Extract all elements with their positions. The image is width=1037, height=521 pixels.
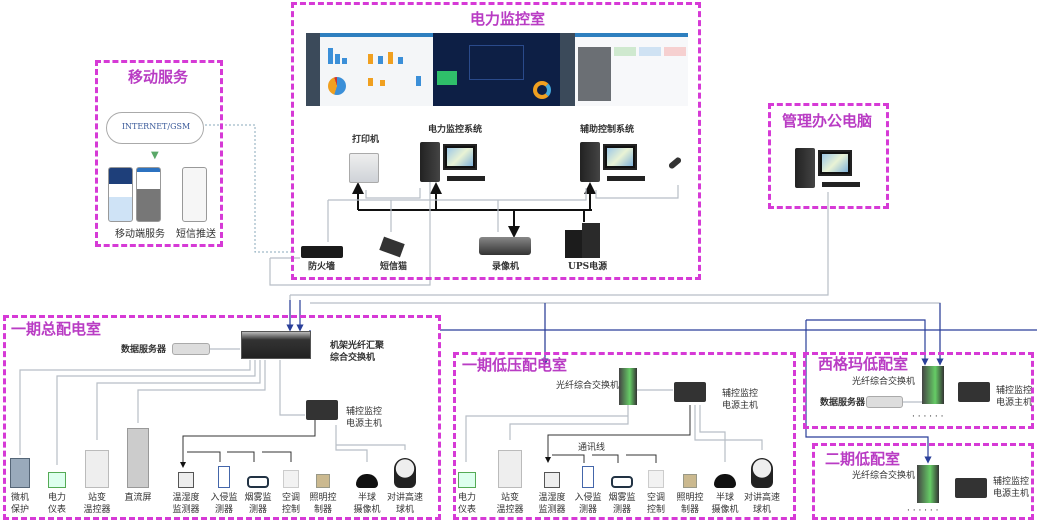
dome-camera-icon <box>356 474 378 488</box>
main-device-label: 微机 保护 <box>10 493 30 515</box>
ac-controller-icon <box>648 470 664 488</box>
room-main-distribution <box>3 315 441 520</box>
intrusion-detector-icon <box>218 466 230 488</box>
video-recorder-label: 录像机 <box>492 262 520 272</box>
phase2-aux-host-label: 辅控监控 电源主机 <box>993 477 1030 499</box>
lowvolt-device-label: 电力 仪表 <box>457 493 477 515</box>
ac-controller-icon <box>283 470 299 488</box>
wifi-icon: ▼ <box>151 150 159 161</box>
lowvolt-switch-icon <box>619 368 637 405</box>
main-device-label: 烟雾监 测器 <box>244 493 272 515</box>
intrusion-detector-icon <box>582 466 594 488</box>
main-device-label: 站变 温控器 <box>83 493 111 515</box>
sigma-more: · · · · · · <box>912 412 944 422</box>
power-system-label: 电力监控系统 <box>428 125 483 135</box>
room-monitor-title: 电力监控室 <box>470 10 546 28</box>
dashboard-screenshot-3 <box>560 33 688 106</box>
sigma-switch-label: 光纤综合交换机 <box>852 377 916 387</box>
smoke-detector-icon <box>611 476 633 488</box>
lowvolt-device-label: 照明控 制器 <box>676 493 704 515</box>
dashboard-screenshot-1 <box>306 33 433 106</box>
printer-icon <box>349 153 379 183</box>
lowvolt-device-label: 入侵监 测器 <box>574 493 602 515</box>
room-office <box>768 103 889 209</box>
firewall-icon <box>301 246 343 258</box>
sigma-data-server-icon <box>866 396 903 408</box>
room-office-title: 管理办公电脑 <box>782 112 873 130</box>
aux-host-label: 辅控监控 电源主机 <box>346 407 383 429</box>
temp-humidity-sensor-icon <box>178 472 194 488</box>
ptz-camera-icon <box>394 458 416 488</box>
power-meter-icon <box>458 472 476 488</box>
transformer-temp-controller-icon <box>498 450 522 488</box>
lowvolt-device-label: 对讲高速 球机 <box>743 493 781 515</box>
temp-humidity-sensor-icon <box>544 472 560 488</box>
phase2-more: · · · · · · <box>907 506 939 516</box>
lowvolt-device-label: 温湿度 监测器 <box>538 493 566 515</box>
lighting-controller-icon <box>683 474 697 488</box>
ptz-camera-icon <box>751 458 773 488</box>
main-device-label: 温湿度 监测器 <box>172 493 200 515</box>
transformer-temp-controller-icon <box>85 450 109 488</box>
room-mobile-service <box>95 60 223 247</box>
phase2-switch-icon <box>917 465 939 503</box>
comm-line-label: 通讯线 <box>578 443 606 453</box>
video-recorder-icon <box>479 237 531 255</box>
sigma-switch-icon <box>922 366 944 404</box>
room-sigma <box>803 352 1034 429</box>
dome-camera-icon <box>714 474 736 488</box>
room-main-title: 一期总配电室 <box>11 320 102 338</box>
lowvolt-aux-host-icon <box>674 382 706 402</box>
phase2-aux-host-icon <box>955 478 987 498</box>
main-device-label: 空调 控制 <box>281 493 301 515</box>
room-mobile-title: 移动服务 <box>128 68 189 86</box>
aux-system-label: 辅助控制系统 <box>580 125 635 135</box>
lowvolt-device-label: 烟雾监 测器 <box>608 493 636 515</box>
power-meter-icon <box>48 472 66 488</box>
smoke-detector-icon <box>247 476 269 488</box>
aux-host-icon <box>306 400 338 420</box>
lowvolt-device-label: 站变 温控器 <box>496 493 524 515</box>
rack-switch-icon <box>241 331 311 359</box>
cloud-label: INTERNET/GSM <box>121 122 191 131</box>
room-sigma-title: 西格玛低配室 <box>818 355 909 373</box>
lowvolt-switch-label: 光纤综合交换机 <box>556 381 620 391</box>
main-device-label: 电力 仪表 <box>47 493 67 515</box>
sms-push-label: 短信推送 <box>176 229 216 240</box>
lowvolt-device-label: 半球 摄像机 <box>711 493 739 515</box>
printer-label: 打印机 <box>352 135 380 145</box>
lowvolt-aux-host-label: 辅控监控 电源主机 <box>722 389 759 411</box>
sms-modem-label: 短信猫 <box>380 262 408 272</box>
protection-relay-icon <box>10 458 30 488</box>
main-device-label: 直流屏 <box>124 493 152 503</box>
sigma-data-server-label: 数据服务器 <box>820 398 866 408</box>
dc-panel-icon <box>127 428 149 488</box>
ups-label: UPS电源 <box>568 262 608 272</box>
rack-switch-label: 机架光纤汇聚 综合交换机 <box>330 341 385 363</box>
main-device-label: 入侵监 测器 <box>210 493 238 515</box>
main-device-label: 对讲高速 球机 <box>386 493 424 515</box>
room-phase2-title: 二期低配室 <box>825 450 901 468</box>
phase2-switch-label: 光纤综合交换机 <box>852 471 916 481</box>
mobile-app-label: 移动端服务 <box>115 229 165 240</box>
sigma-aux-host-label: 辅控监控 电源主机 <box>996 386 1033 408</box>
data-server-icon <box>172 343 210 355</box>
room-low-voltage <box>453 352 796 520</box>
room-lowvolt-title: 一期低压配电室 <box>462 356 568 374</box>
firewall-label: 防火墙 <box>308 262 336 272</box>
data-server-label: 数据服务器 <box>121 345 167 355</box>
cloud-icon <box>106 112 204 144</box>
sigma-aux-host-icon <box>958 382 990 402</box>
main-device-label: 照明控 制器 <box>309 493 337 515</box>
dashboard-screenshot-2 <box>433 33 560 106</box>
room-phase2 <box>812 443 1034 520</box>
lighting-controller-icon <box>316 474 330 488</box>
room-monitor-center <box>291 2 701 280</box>
lowvolt-device-label: 空调 控制 <box>646 493 666 515</box>
main-device-label: 半球 摄像机 <box>353 493 381 515</box>
